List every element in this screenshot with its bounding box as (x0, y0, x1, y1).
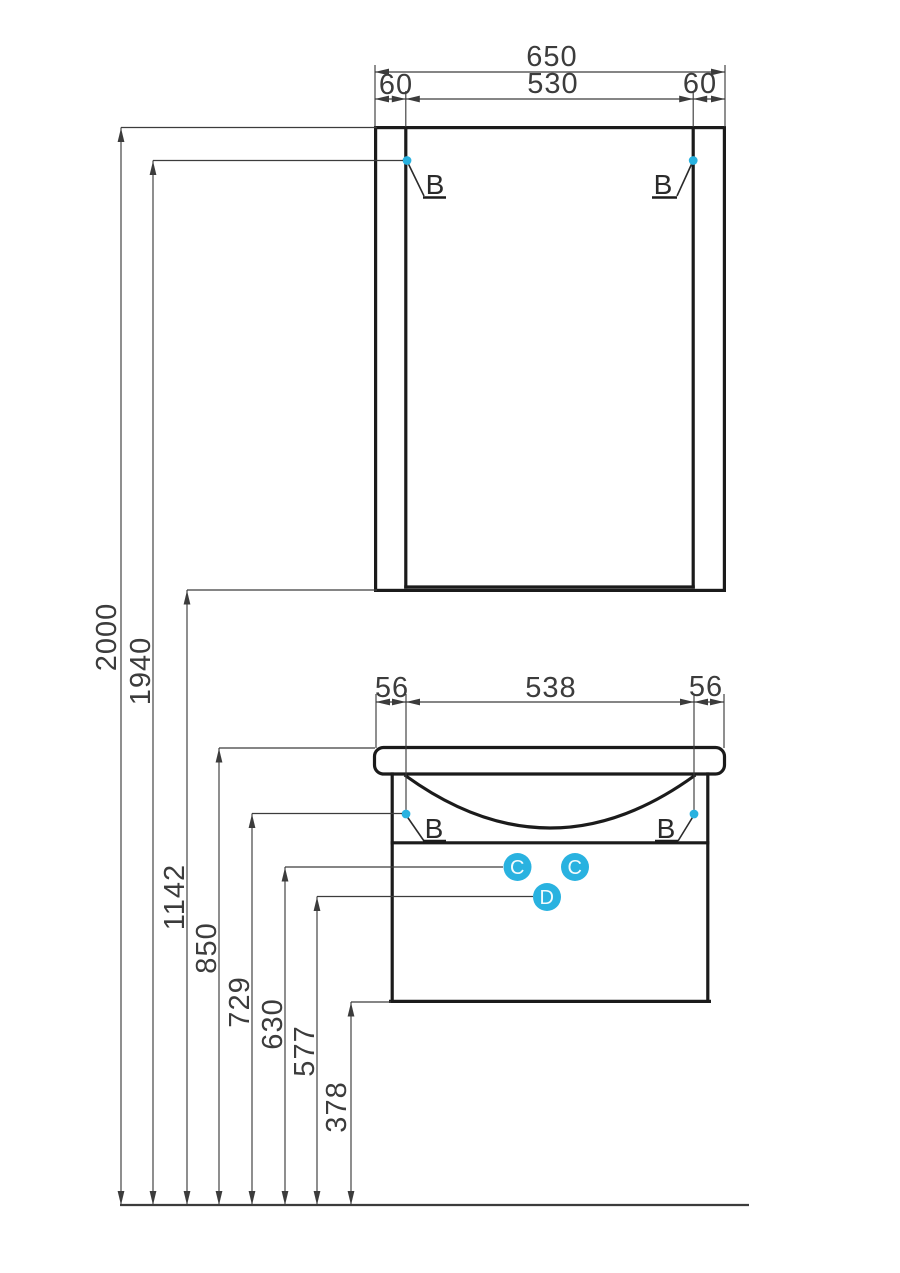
height-label-mirror-bottom: 1142 (159, 864, 191, 930)
height-label-mirror-hinge: 1940 (125, 637, 157, 706)
vanity-callout-b-right: B (657, 813, 676, 844)
vertical-dimensions: 2000 1940 1142 850 729 630 (91, 126, 533, 1205)
mirror-hinge-dot-left (402, 156, 412, 165)
mirror-callout-b-right: B (654, 169, 673, 200)
vanity-hinge-dot-right (689, 809, 699, 819)
height-label-marker-d: 577 (289, 1025, 321, 1076)
marker-letter-c2: C (568, 857, 583, 879)
vanity-callout-b-left: B (425, 813, 444, 844)
mirror-total-width-label: 650 (526, 41, 577, 73)
washbasin-bowl-curve (403, 773, 697, 830)
mirror-horizontal-dimensions: 650 60 530 60 (374, 41, 726, 127)
marker-letter-c1: C (510, 857, 525, 879)
mirror-callouts: B B (402, 156, 698, 200)
vanity-inner-width-label: 538 (525, 672, 576, 704)
height-label-vanity-hinge: 729 (224, 976, 256, 1027)
mirror-left-side-label: 60 (379, 69, 413, 101)
mirror-inner-width-label: 530 (527, 68, 578, 100)
marker-circle-c1 (503, 853, 532, 881)
vanity-markers: C C D (503, 853, 589, 911)
washbasin-countertop (372, 745, 727, 776)
mirror-hinge-dot-right (688, 156, 698, 165)
vanity-right-side-label: 56 (689, 671, 723, 703)
vanity-unit (372, 745, 727, 1004)
mirror-right-side-label: 60 (683, 68, 717, 100)
vanity-callouts: B B (401, 809, 699, 844)
mirror-cabinet-outline (374, 125, 726, 592)
vanity-horizontal-dimensions: 56 538 56 (375, 671, 725, 812)
marker-letter-d: D (540, 887, 555, 909)
mirror-callout-b-left: B (426, 169, 445, 200)
vanity-left-side-label: 56 (375, 672, 409, 704)
marker-circle-c2 (561, 853, 589, 881)
height-label-overall: 2000 (91, 603, 123, 672)
height-label-washbasin-top: 850 (191, 922, 223, 973)
mirror-cabinet (374, 125, 726, 592)
vanity-hinge-dot-left (401, 809, 411, 819)
height-label-marker-c: 630 (257, 998, 289, 1049)
height-label-vanity-bottom: 378 (321, 1081, 353, 1132)
marker-circle-d (533, 883, 561, 911)
